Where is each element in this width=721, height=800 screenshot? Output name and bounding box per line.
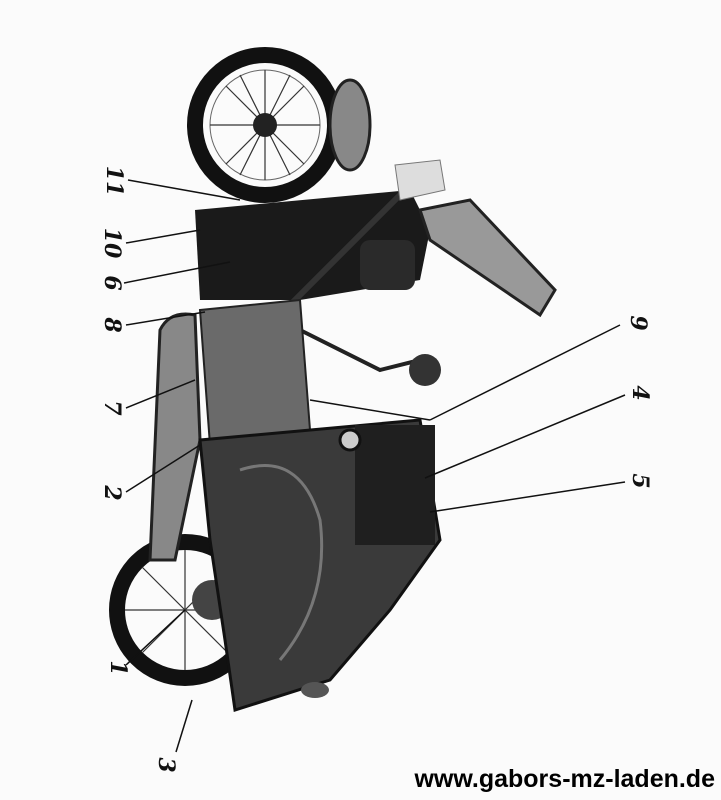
callout-label: 4 [627, 385, 653, 401]
callout-label: 8 [99, 317, 125, 333]
callout-label: 2 [99, 485, 125, 501]
callout-label: 5 [627, 473, 653, 489]
leader-lines [123, 179, 626, 753]
callout-label: 10 [99, 227, 125, 259]
callout-label: 11 [101, 165, 127, 197]
rear-wheel [187, 47, 372, 203]
callout-label: 9 [625, 315, 651, 331]
callout-label: 1 [105, 660, 131, 676]
callout-label: 7 [99, 400, 125, 416]
body-panels [148, 298, 442, 712]
watermark: www.gabors-mz-laden.de [414, 765, 715, 793]
callout-label: 3 [153, 757, 179, 773]
callout-label: 6 [99, 275, 125, 291]
frame-and-engine [195, 159, 557, 386]
